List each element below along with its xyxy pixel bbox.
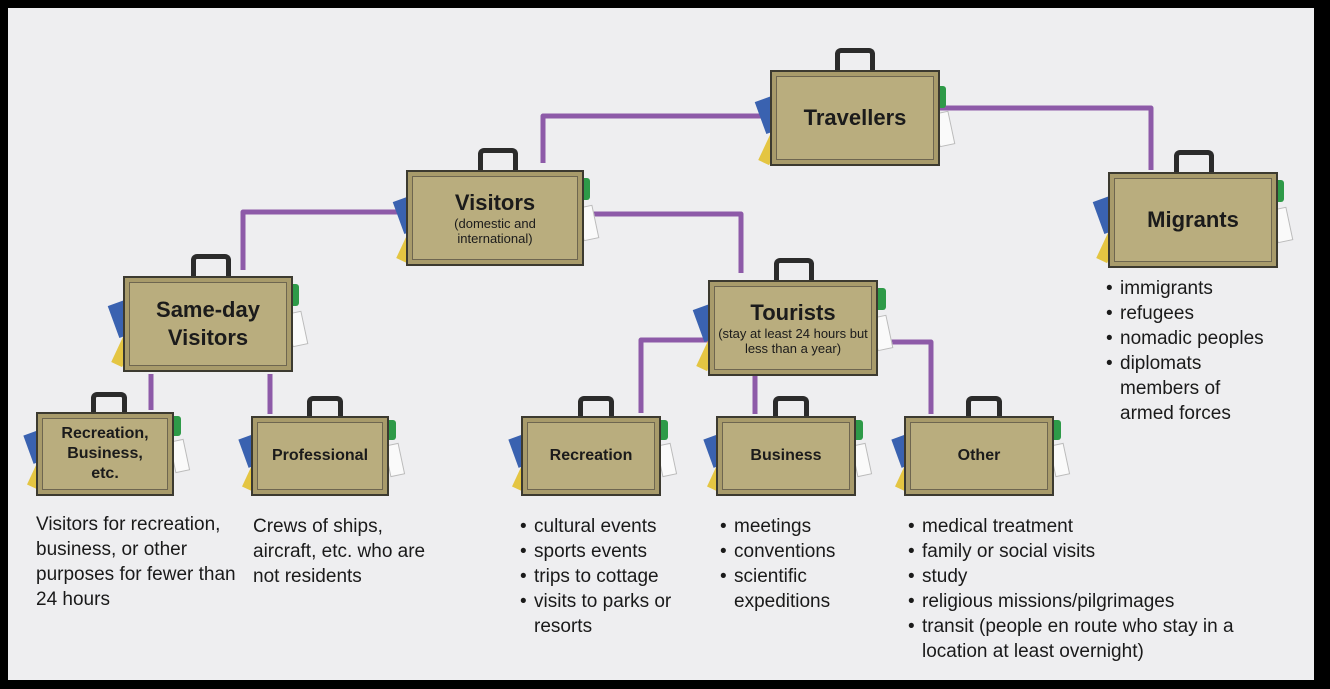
handle-icon — [966, 396, 1002, 417]
node-title-business: Business — [750, 447, 822, 464]
connector-visitors-tourists — [586, 211, 744, 273]
list-item: •nomadic peoples — [1106, 328, 1264, 349]
connector-lines — [148, 105, 1154, 414]
node-sub-tourists: (stay at least 24 hours but less than a … — [718, 326, 868, 356]
suitcase-icon: Other — [904, 416, 1054, 496]
list-item: •meetings — [720, 516, 812, 537]
suitcase-migrants: Migrants — [1092, 150, 1294, 268]
handle-icon — [774, 258, 814, 281]
node-title-travellers: Travellers — [803, 105, 907, 130]
suitcase-travellers: Travellers — [754, 48, 956, 166]
bullet-icon: • — [1106, 328, 1113, 349]
handle-icon — [307, 396, 343, 417]
list-item: •scientific expeditions — [720, 566, 831, 612]
suitcase-icon: Professional — [251, 416, 389, 496]
handle-icon — [835, 48, 875, 71]
node-title-visitors: Visitors — [454, 190, 536, 215]
list-item: •refugees — [1106, 303, 1194, 324]
note-business: •meetings •conventions •scientific exped… — [720, 514, 890, 614]
suitcase-icon: Visitors (domestic and international) — [406, 170, 584, 266]
node-title-migrants: Migrants — [1147, 207, 1239, 232]
note-recreation-business-etc: Visitors for recreation, business, or ot… — [36, 514, 236, 610]
tag-icon — [1050, 420, 1061, 440]
handle-icon — [478, 148, 518, 171]
handle-icon — [191, 254, 231, 277]
tag-icon — [385, 420, 396, 440]
bullet-icon: • — [908, 591, 915, 612]
note-professional: Crews of ships, aircraft, etc. who are n… — [253, 516, 426, 587]
bullet-icon: • — [908, 616, 915, 637]
connector-tourists-recreation — [638, 337, 713, 413]
bullet-icon: • — [520, 541, 527, 562]
suitcase-professional: Professional — [238, 396, 406, 496]
list-item: •visits to parks or resorts — [520, 591, 672, 637]
bullet-icon: • — [1106, 303, 1113, 324]
connector-tourists-other — [879, 339, 934, 414]
bullet-icon: • — [908, 566, 915, 587]
list-item: •study — [908, 566, 968, 587]
handle-icon — [1174, 150, 1214, 173]
bullet-icon: • — [720, 516, 727, 537]
bullet-icon: • — [520, 591, 527, 612]
suitcase-icon: Recreation, Business, etc. — [36, 412, 174, 496]
bullet-icon: • — [908, 516, 915, 537]
list-item: members of armed forces — [1120, 378, 1231, 424]
note-migrants: •immigrants •refugees •nomadic peoples •… — [1106, 276, 1306, 426]
suitcase-icon: Migrants — [1108, 172, 1278, 268]
bullet-icon: • — [908, 541, 915, 562]
list-item: •medical treatment — [908, 516, 1074, 537]
note-recreation: •cultural events •sports events •trips t… — [520, 514, 710, 639]
handle-icon — [91, 392, 127, 413]
list-item: •immigrants — [1106, 278, 1213, 299]
connector-travellers-visitors — [540, 113, 770, 163]
suitcase-icon: Travellers — [770, 70, 940, 166]
list-item: •diplomats — [1106, 353, 1202, 374]
list-item: •cultural events — [520, 516, 657, 537]
list-item: •sports events — [520, 541, 647, 562]
suitcase-icon: Recreation — [521, 416, 661, 496]
bullet-icon: • — [720, 541, 727, 562]
suitcase-icon: Same-day Visitors — [123, 276, 293, 372]
node-title-recreation-business-etc: Recreation, Business, etc. — [61, 425, 149, 482]
connector-travellers-migrants — [938, 105, 1154, 170]
suitcase-icon: Tourists (stay at least 24 hours but les… — [708, 280, 878, 376]
node-title-professional: Professional — [271, 447, 369, 464]
list-item: •transit (people en route who stay in a … — [908, 616, 1234, 662]
diagram-canvas: Travellers Visitors (domestic and intern… — [8, 8, 1314, 680]
tag-icon — [657, 420, 668, 440]
suitcase-recreation: Recreation — [508, 396, 678, 496]
bullet-icon: • — [720, 566, 727, 587]
handle-icon — [578, 396, 614, 417]
bullet-icon: • — [520, 516, 527, 537]
bullet-icon: • — [1106, 278, 1113, 299]
list-item: •conventions — [720, 541, 836, 562]
tag-icon — [852, 420, 863, 440]
list-item: •religious missions/pilgrimages — [908, 591, 1175, 612]
connector-visitors-sameday — [240, 209, 406, 270]
suitcase-business: Business — [703, 396, 873, 496]
suitcase-tourists: Tourists (stay at least 24 hours but les… — [692, 258, 894, 376]
node-sub-visitors: (domestic and international) — [454, 216, 536, 246]
note-other: •medical treatment •family or social vis… — [908, 514, 1278, 664]
list-item: •family or social visits — [908, 541, 1096, 562]
bullet-icon: • — [520, 566, 527, 587]
suitcase-icon: Business — [716, 416, 856, 496]
node-title-same-day-visitors: Same-day Visitors — [156, 297, 260, 350]
handle-icon — [773, 396, 809, 417]
suitcase-other: Other — [891, 396, 1071, 496]
suitcase-visitors: Visitors (domestic and international) — [392, 148, 600, 266]
tag-icon — [170, 416, 181, 436]
bullet-icon: • — [1106, 353, 1113, 374]
node-title-tourists: Tourists — [750, 300, 836, 325]
suitcase-recreation-business-etc: Recreation, Business, etc. — [23, 392, 191, 496]
node-title-recreation: Recreation — [549, 447, 633, 464]
list-item: •trips to cottage — [520, 566, 659, 587]
suitcase-same-day-visitors: Same-day Visitors — [107, 254, 309, 372]
node-title-other: Other — [957, 447, 1001, 464]
